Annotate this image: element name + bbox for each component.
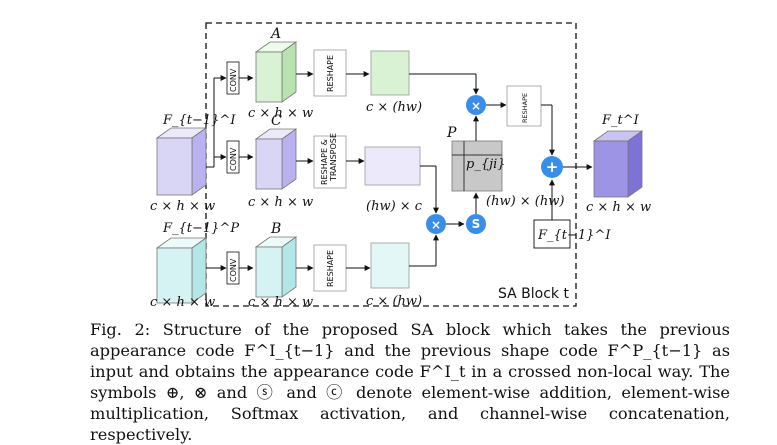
output-cube bbox=[592, 130, 644, 198]
reshape-box-a bbox=[313, 49, 347, 97]
reshape-box-right bbox=[506, 85, 542, 127]
multiply-op-mid bbox=[426, 214, 446, 234]
input-shape-cube bbox=[155, 237, 208, 304]
add-op bbox=[541, 156, 563, 178]
add-op-symbol: + bbox=[546, 158, 559, 176]
matrix-p-dim: (hw) × (hw) bbox=[486, 194, 564, 209]
conv-label-b: CONV bbox=[229, 258, 238, 282]
softmax-op bbox=[466, 214, 486, 234]
reshape-label-right: RESHAPE bbox=[521, 93, 529, 123]
sa-block-label: SA Block t bbox=[498, 286, 569, 302]
block-a-flat bbox=[370, 50, 410, 96]
output-dim: c × h × w bbox=[586, 200, 651, 215]
input-appearance-label: F_{t−1}^I bbox=[162, 113, 236, 128]
cube-c-dim: c × h × w bbox=[248, 195, 313, 210]
cube-a bbox=[254, 41, 298, 103]
matrix-p-name: P bbox=[446, 125, 457, 141]
input-shape-label: F_{t−1}^P bbox=[162, 221, 239, 236]
input-appearance-cube bbox=[155, 127, 208, 196]
reshape-label-a: RESHAPE bbox=[326, 55, 335, 92]
softmax-op-symbol: S bbox=[472, 217, 481, 231]
block-c-flat bbox=[364, 146, 421, 186]
conv-label-a: CONV bbox=[229, 68, 238, 92]
cube-b-name: B bbox=[270, 221, 281, 237]
reshape-transpose-label: RESHAPE &TRANSPOSE bbox=[320, 133, 338, 185]
block-b-flat bbox=[370, 242, 410, 289]
cube-b-dim: c × h × w bbox=[248, 295, 313, 310]
block-c-dim: (hw) × c bbox=[366, 199, 423, 214]
cube-a-name: A bbox=[269, 26, 281, 42]
cube-b bbox=[254, 236, 298, 298]
input-shape-dim: c × h × w bbox=[150, 295, 215, 310]
output-label: F_t^I bbox=[601, 113, 640, 128]
figure-caption: Fig. 2: Structure of the proposed SA blo… bbox=[90, 320, 730, 444]
cube-a-dim: c × h × w bbox=[248, 106, 313, 121]
cube-c bbox=[254, 128, 298, 190]
input-appearance-dim: c × h × w bbox=[150, 199, 215, 214]
multiply-op-top-symbol: × bbox=[471, 99, 481, 113]
conv-label-c: CONV bbox=[229, 147, 238, 171]
block-a-dim: c × (hw) bbox=[366, 100, 422, 115]
multiply-op-mid-symbol: × bbox=[431, 218, 441, 232]
matrix-p-entry: p_{ji} bbox=[466, 157, 506, 172]
skip-label: F_{t−1}^I bbox=[537, 228, 611, 243]
matrix-p bbox=[451, 140, 503, 192]
reshape-label-b: RESHAPE bbox=[326, 250, 335, 287]
multiply-op-top bbox=[466, 95, 486, 115]
sa-block-diagram: SA Block t F_{t−1}^I c × h × w F_{t−1}^P… bbox=[150, 22, 651, 310]
cube-c-name: C bbox=[271, 113, 282, 129]
block-b-dim: c × (hw) bbox=[366, 294, 422, 309]
reshape-transpose-box bbox=[313, 135, 347, 189]
